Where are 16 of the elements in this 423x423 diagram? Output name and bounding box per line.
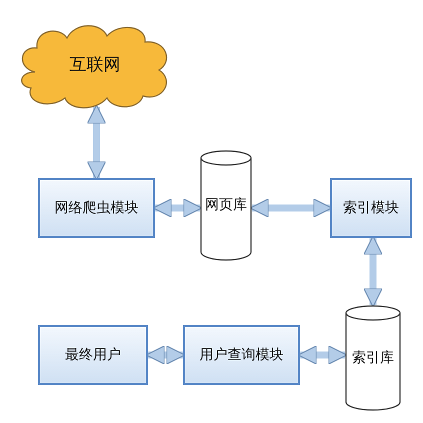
node-label: 网页库 bbox=[205, 196, 247, 214]
database-cylinder bbox=[200, 150, 252, 260]
database-cylinder bbox=[345, 305, 401, 410]
module-box bbox=[38, 178, 155, 238]
node-label: 索引库 bbox=[352, 348, 394, 366]
node-label: 互联网 bbox=[70, 54, 120, 76]
double-arrow bbox=[86, 104, 106, 180]
module-box bbox=[183, 325, 300, 385]
node-label: 最终用户 bbox=[65, 346, 121, 364]
double-arrow bbox=[250, 198, 332, 218]
node-label: 网络爬虫模块 bbox=[54, 199, 138, 217]
module-box bbox=[38, 325, 148, 385]
node-label: 用户查询模块 bbox=[200, 346, 284, 364]
double-arrow bbox=[363, 236, 383, 308]
module-box bbox=[330, 178, 412, 238]
node-label: 索引模块 bbox=[343, 199, 399, 217]
